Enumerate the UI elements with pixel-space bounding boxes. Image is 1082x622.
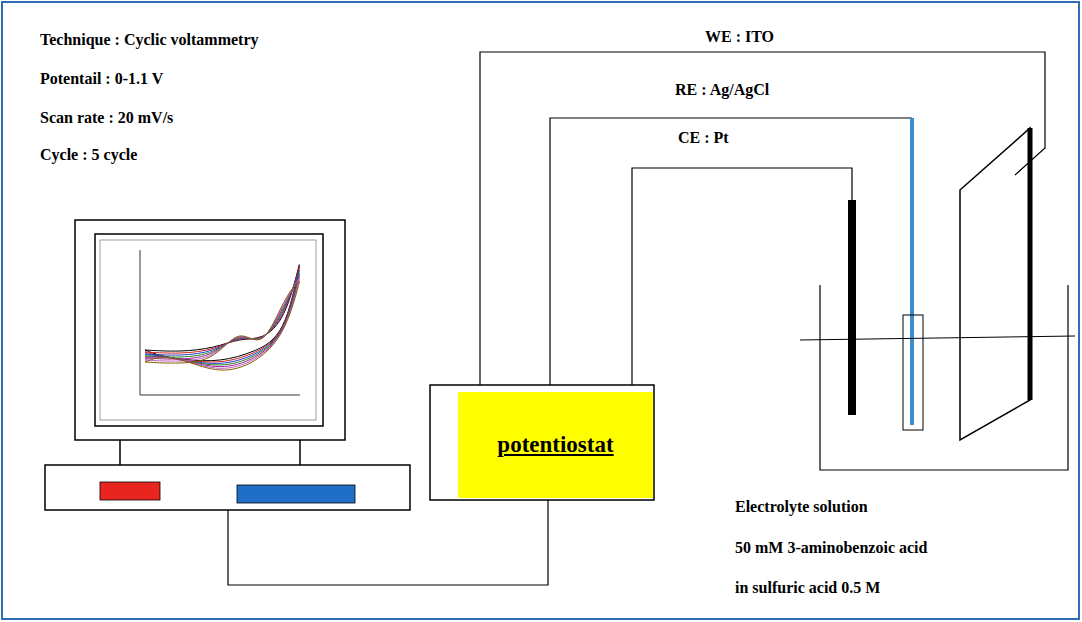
- monitor-stand: [299, 440, 301, 465]
- annotation-text: Technique : Cyclic voltammetry: [40, 31, 258, 49]
- annotation-text: in sulfuric acid 0.5 M: [735, 579, 880, 597]
- annotation-text: Electrolyte solution: [735, 498, 868, 516]
- ce-wire: [632, 168, 852, 385]
- annotation-text: WE : ITO: [705, 28, 774, 46]
- beaker: [820, 285, 1068, 470]
- reference-tube: [903, 315, 923, 430]
- cv-curve: [145, 276, 299, 367]
- blue-drive: [237, 485, 355, 503]
- cv-curve: [145, 278, 299, 368]
- instrument-label: potentiostat: [497, 432, 613, 458]
- monitor-stand: [119, 440, 121, 465]
- cv-curve: [145, 281, 299, 370]
- computer-base: [45, 465, 410, 510]
- monitor-case: [75, 220, 345, 440]
- cv-graph: [100, 240, 316, 420]
- annotation-text: CE : Pt: [678, 129, 729, 147]
- annotation-text: RE : Ag/AgCl: [675, 81, 769, 99]
- counter-electrode: [848, 200, 856, 415]
- annotation-text: Cycle : 5 cycle: [40, 146, 137, 164]
- data-cable: [228, 500, 548, 585]
- annotation-text: Scan rate : 20 mV/s: [40, 109, 173, 127]
- solution-level: [800, 336, 1075, 340]
- ito-electrode: [960, 128, 1030, 440]
- monitor-screen: [95, 234, 323, 426]
- re-wire: [550, 118, 912, 385]
- red-button: [100, 482, 160, 500]
- annotation-text: Potentail : 0-1.1 V: [40, 70, 163, 88]
- ito-edge: [1028, 128, 1033, 400]
- reference-electrode: [910, 118, 914, 425]
- instrument-box: potentiostat: [458, 392, 653, 498]
- potentiostat-case: [430, 385, 654, 500]
- annotation-text: 50 mM 3-aminobenzoic acid: [735, 539, 927, 557]
